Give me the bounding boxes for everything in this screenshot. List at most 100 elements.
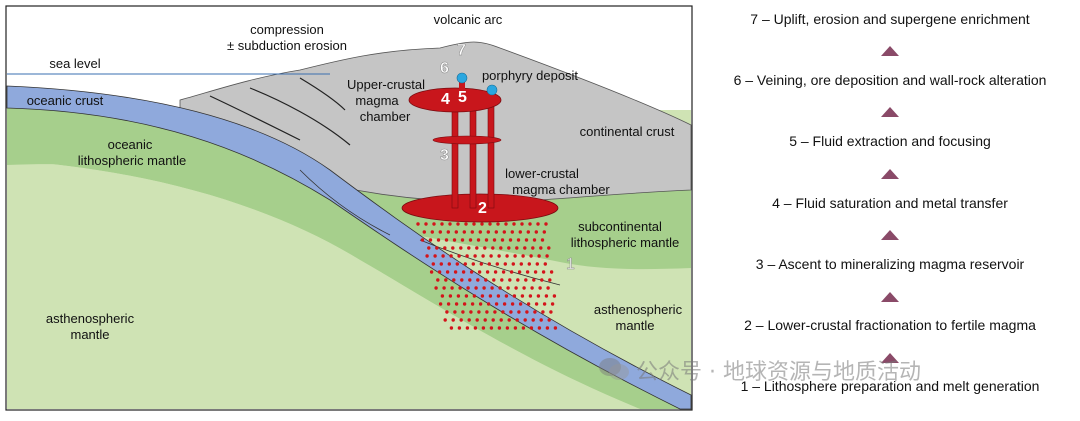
melt-dot [497,326,502,330]
melt-dot [531,246,535,250]
melt-dot [438,230,442,234]
melt-dot [469,310,473,314]
melt-dot [510,302,515,306]
asthenosphere-left [7,160,640,409]
melt-dot [473,254,477,258]
melt-dot [473,326,478,330]
melt-dot [475,318,479,322]
melt-dot [459,246,463,250]
melt-dot [528,222,532,226]
melt-dot [542,302,547,306]
melt-dot [494,230,498,234]
melt-dot [479,262,483,266]
up-arrow-icon [881,46,899,56]
melt-dot [518,230,522,234]
lower-crustal-chamber [401,193,559,223]
melt-dot [480,222,484,226]
melt-dot [477,270,482,274]
melt-dot [527,262,531,266]
melt-dot [442,286,446,290]
melt-dot [506,286,510,290]
melt-dot [508,278,512,282]
melt-dot [525,310,529,314]
melt-dot [455,262,459,266]
step-7: 7 – Uplift, erosion and supergene enrich… [750,11,1030,27]
melt-dot [548,278,552,282]
mid-chamber [432,135,502,145]
melt-dot [532,238,537,242]
upper-chamber-label-1: Upper-crustal [346,77,426,92]
porphyry-deposit-1 [456,72,468,84]
marker-7: 7 [457,42,466,60]
melt-dot [532,278,536,282]
melt-dot [519,262,523,266]
step-4: 4 – Fluid saturation and metal transfer [772,195,1008,211]
melt-dot [465,326,470,330]
melt-dot [444,278,448,282]
melt-dot [489,254,493,258]
melt-dot [533,310,537,314]
up-arrow-icon [881,353,899,363]
melt-dot [547,318,551,322]
melt-dot [476,278,480,282]
step-2: 2 – Lower-crustal fractionation to ferti… [744,317,1036,333]
melt-dot [523,246,527,250]
melt-dot [510,230,514,234]
oceanic-mantle-label-2: lithospheric mantle [77,153,187,168]
upper-chamber-label-3: chamber [359,109,411,124]
melt-dot [553,326,558,330]
melt-dot [454,230,458,234]
melt-dot [420,238,425,242]
melt-dot [472,222,476,226]
melt-dot [517,310,521,314]
up-arrow-icon [881,230,899,240]
melt-dot [482,286,486,290]
melt-dot [502,230,506,234]
melt-dot [539,318,543,322]
melt-dot [541,310,545,314]
melt-dot [512,222,516,226]
melt-dot [468,238,473,242]
melt-dot [436,278,440,282]
melt-dot [432,222,436,226]
compression-label: compression [250,22,324,37]
melt-dot [495,262,499,266]
melt-dot [424,222,428,226]
asthenosphere-right-label-2: mantle [615,318,655,333]
melt-dot [516,278,520,282]
melt-dot [484,238,489,242]
melt-dot [511,262,515,266]
melt-dot [439,262,443,266]
melt-dot [453,310,457,314]
lower-chamber-label-1: lower-crustal [505,166,579,181]
melt-dot [549,270,554,274]
fault-line-2 [249,87,351,146]
melt-dot [485,270,490,274]
melt-dot [456,222,460,226]
melt-dot [537,326,542,330]
melt-dot [498,286,502,290]
melt-dot [521,254,525,258]
melt-dot [521,326,526,330]
melt-dot [528,294,533,298]
melt-dot [534,230,538,234]
melt-dot [450,286,454,290]
melt-dot [452,278,456,282]
melt-dot [545,326,550,330]
fault-line-1 [209,95,301,141]
melt-dot [524,238,529,242]
melt-dot [460,238,465,242]
melt-dot [508,238,513,242]
melt-dot [470,302,475,306]
melt-dot [524,278,528,282]
lower-chamber-label-2: magma chamber [512,182,610,197]
melt-dot [446,302,451,306]
melt-dot [552,294,557,298]
melt-dot [541,270,546,274]
melt-dot [425,254,429,258]
melt-dot [550,302,555,306]
melt-dot [465,254,469,258]
melt-dot [477,310,481,314]
melt-dot [533,270,538,274]
melt-dot [451,246,455,250]
